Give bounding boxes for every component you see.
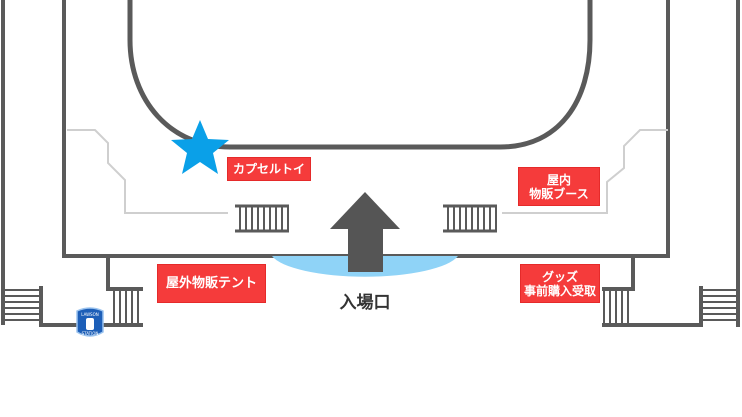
stairs	[3, 204, 738, 325]
label-indoor-goods: 屋内 物販ブース	[518, 167, 600, 206]
label-goods-preorder: グッズ 事前購入受取	[520, 264, 600, 303]
label-capsule-toy: カプセルトイ	[227, 157, 311, 181]
entrance-label: 入場口	[339, 293, 391, 313]
svg-text:LAWSON: LAWSON	[81, 312, 98, 317]
entrance-arrow-icon	[330, 192, 400, 272]
lawson-station-logo: LAWSON STATION	[76, 307, 104, 337]
svg-text:STATION: STATION	[82, 331, 99, 336]
seating-outline	[67, 129, 668, 214]
star-icon	[171, 120, 229, 174]
label-outdoor-goods: 屋外物販テント	[157, 264, 266, 303]
track	[127, 0, 593, 150]
